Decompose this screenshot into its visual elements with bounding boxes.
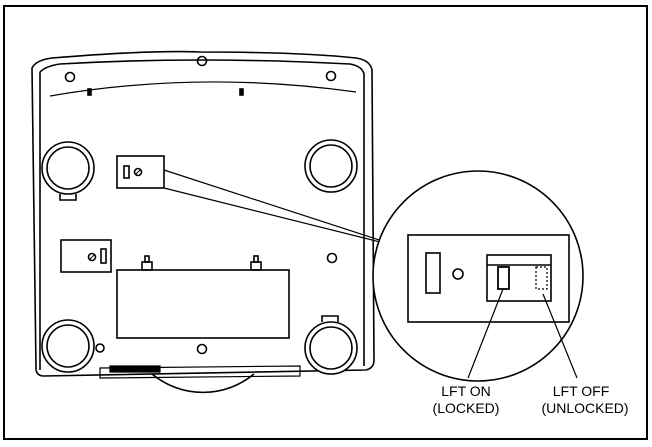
- magnifier-leader-lines: [163, 169, 405, 249]
- callout-lines: [467, 288, 578, 379]
- screw-hole-top-right: [325, 70, 337, 82]
- foot-top-left: [41, 141, 95, 201]
- switch-position-locked: [497, 266, 510, 290]
- foot-top-right: [304, 139, 358, 193]
- front-lip: [99, 365, 301, 379]
- detail-switch-frame: [486, 254, 552, 302]
- callout-lft-off-line2: (UNLOCKED): [541, 400, 628, 416]
- foot-bottom-right: [304, 315, 358, 375]
- magnified-detail: [372, 170, 584, 382]
- detail-switch-plate: [407, 234, 570, 323]
- screw-hole-top-center: [196, 55, 208, 67]
- battery-compartment: [116, 255, 290, 339]
- callout-lft-on-line1: LFT ON: [441, 383, 491, 399]
- housing-inner-line: [39, 59, 365, 366]
- figure-frame: [3, 5, 648, 440]
- screw-hole-right: [326, 252, 338, 264]
- detail-slot: [425, 252, 441, 294]
- foot-bottom-left: [41, 319, 105, 373]
- screw-hole-bottom: [196, 343, 208, 355]
- screw-hole-top-left: [64, 71, 76, 83]
- callout-lft-off-line1: LFT OFF: [553, 383, 610, 399]
- callout-lft-on-line2: (LOCKED): [433, 400, 500, 416]
- lft-switch-housing: [116, 155, 165, 189]
- scale-base: [31, 50, 375, 394]
- weighing-pan: [151, 373, 255, 394]
- detail-screw: [452, 268, 464, 280]
- switch-position-unlocked: [535, 266, 548, 290]
- side-switch-box: [60, 239, 112, 273]
